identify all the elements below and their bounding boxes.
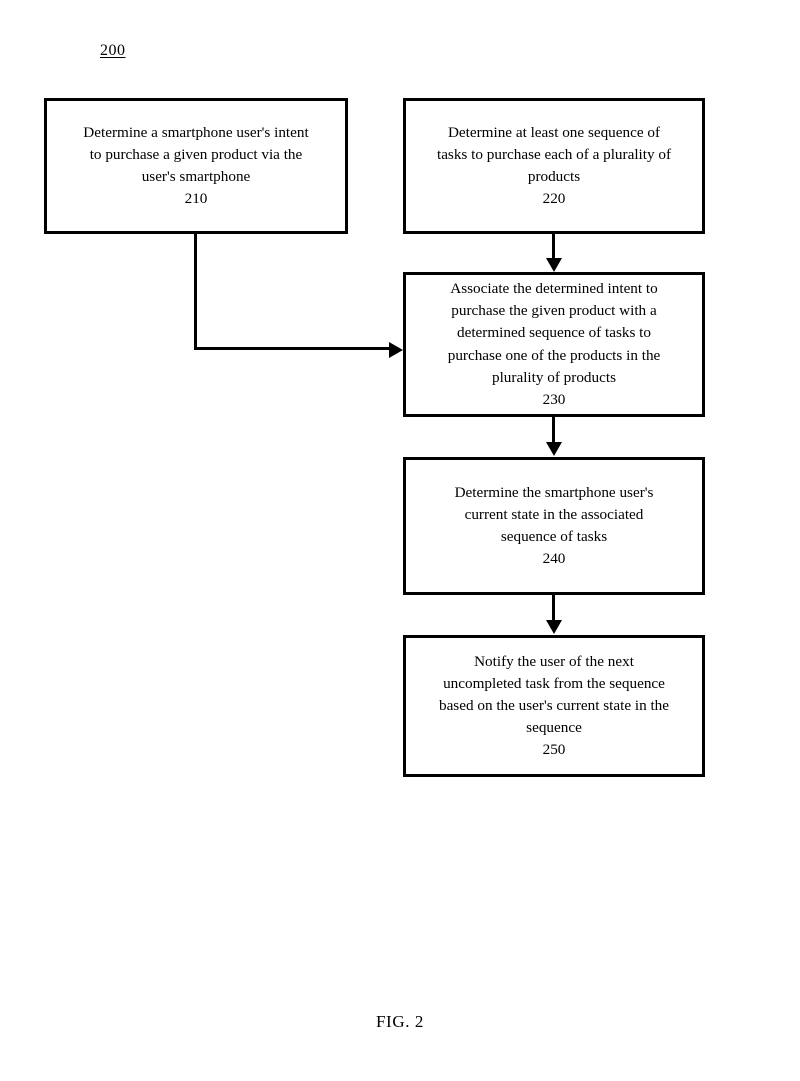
connector-220-to-230-line [552, 234, 555, 260]
process-box-250[interactable]: Notify the user of the next uncompleted … [403, 635, 705, 777]
connector-220-to-230-arrowhead [545, 258, 562, 272]
process-box-210-number: 210 [184, 190, 208, 208]
process-box-210-text: Determine a smartphone user's intent to … [83, 123, 309, 185]
process-box-230[interactable]: Associate the determined intent to purch… [403, 272, 705, 417]
process-box-250-number: 250 [542, 741, 566, 759]
process-box-220-number: 220 [542, 190, 566, 208]
connector-230-to-240-arrowhead [545, 442, 562, 456]
connector-210-to-230-arrowhead [389, 341, 403, 358]
process-box-240[interactable]: Determine the smartphone user's current … [403, 457, 705, 595]
connector-210-to-230-horizontal-segment [194, 347, 389, 350]
process-box-230-number: 230 [542, 390, 566, 408]
connector-210-to-230-vertical-segment [194, 234, 197, 350]
process-box-220[interactable]: Determine at least one sequence of tasks… [403, 98, 705, 234]
process-box-250-text: Notify the user of the next uncompleted … [438, 652, 670, 737]
figure-reference-numeral: 200 [100, 42, 126, 59]
process-box-230-text: Associate the determined intent to purch… [447, 280, 661, 386]
process-box-240-number: 240 [542, 550, 566, 568]
figure-caption: FIG. 2 [376, 1012, 424, 1031]
process-box-210[interactable]: Determine a smartphone user's intent to … [44, 98, 348, 234]
connector-230-to-240-line [552, 417, 555, 444]
connector-240-to-250-arrowhead [545, 620, 562, 634]
process-box-220-text: Determine at least one sequence of tasks… [436, 123, 672, 185]
connector-240-to-250-line [552, 595, 555, 622]
process-box-240-text: Determine the smartphone user's current … [454, 483, 654, 545]
